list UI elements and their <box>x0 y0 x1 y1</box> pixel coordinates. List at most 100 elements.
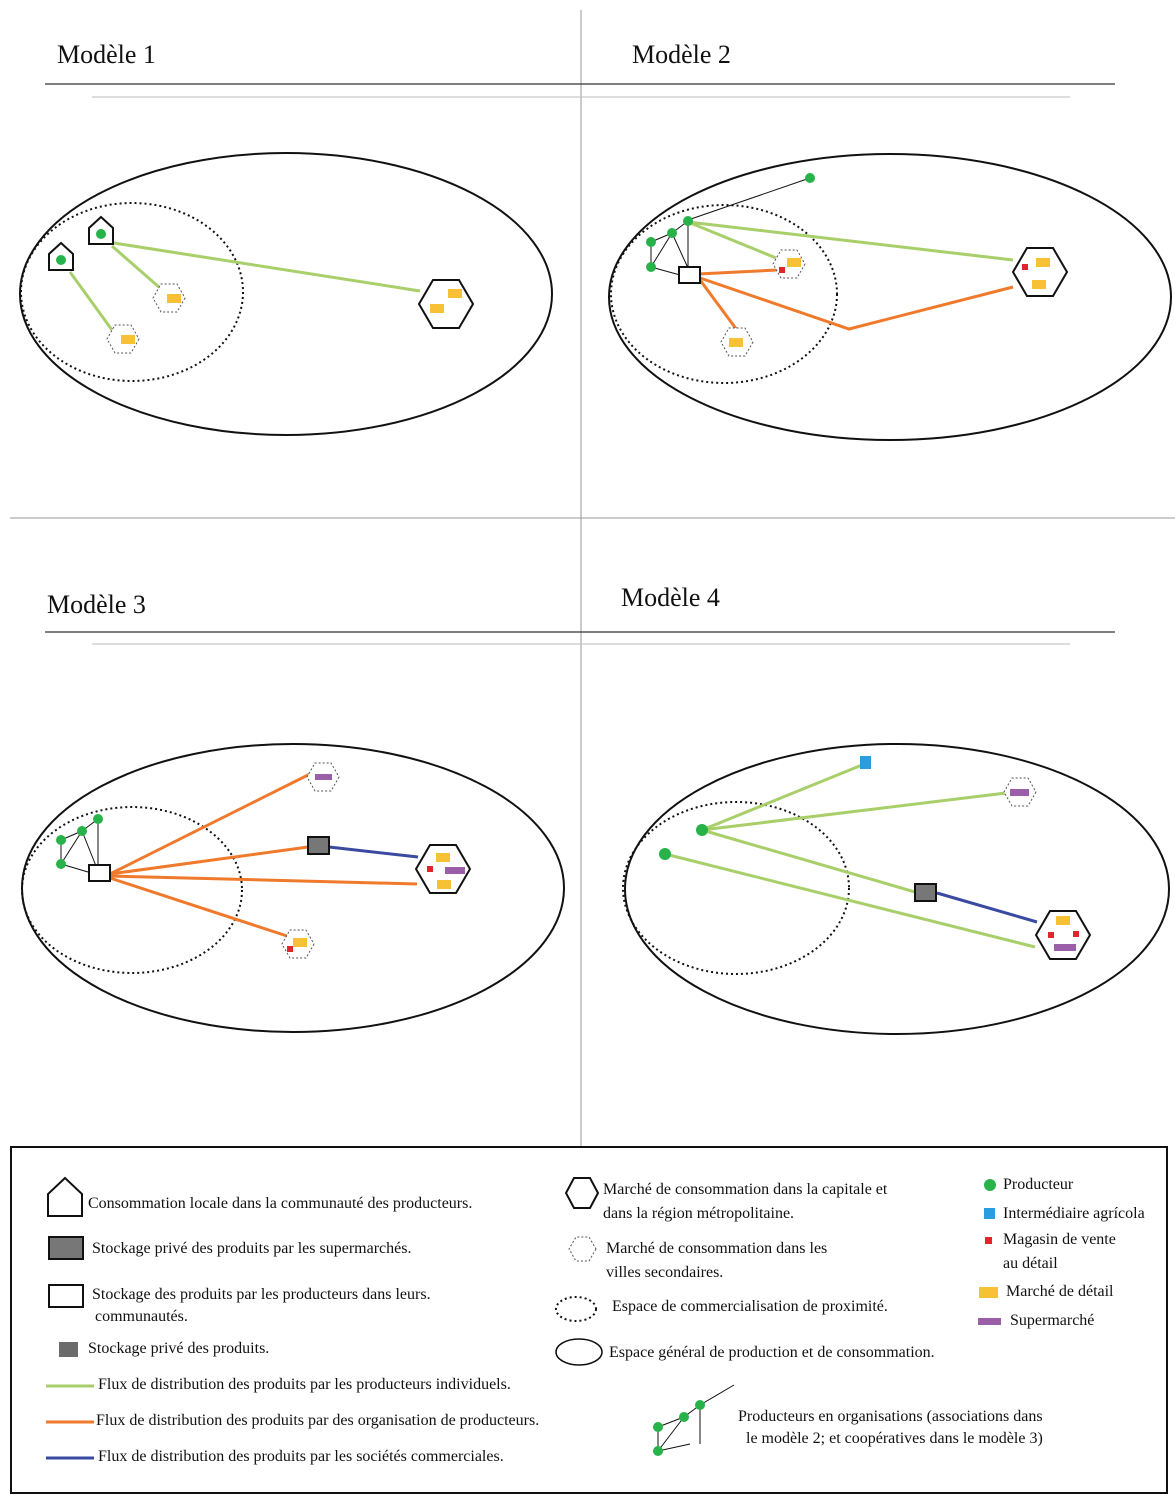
producer-dot <box>683 216 693 226</box>
legend-org-producers-line1: Producteurs en organisations (associatio… <box>738 1408 1043 1425</box>
producer-dot <box>805 173 815 183</box>
supermarket-mark <box>315 774 332 780</box>
producer-dot <box>77 826 87 836</box>
producer-storage-icon <box>48 1284 84 1308</box>
retail-market-mark <box>729 338 743 347</box>
organisation-flow-line <box>109 874 418 886</box>
supermarket-mark <box>445 867 465 874</box>
individual-flow-line <box>111 244 161 290</box>
retail-market-mark <box>448 289 462 298</box>
producer-storage-box <box>678 266 701 284</box>
individual-flow-line <box>687 220 1014 262</box>
supermarket-mark <box>1010 789 1029 796</box>
producer-organisation-icon <box>653 1384 735 1456</box>
model-1-diagram <box>19 152 553 436</box>
retail-market-mark <box>430 304 444 313</box>
individual-flow-line <box>701 791 1007 832</box>
producer-dot <box>56 859 66 869</box>
producer-dot <box>667 228 677 238</box>
model-4-diagram <box>622 743 1170 1035</box>
retail-market-mark <box>1036 258 1050 267</box>
producer-icon <box>984 1179 996 1191</box>
secondary-market-icon <box>568 1236 597 1262</box>
proximity-space-ellipse <box>21 806 243 974</box>
supermarket-icon <box>978 1318 1001 1325</box>
legend-proximity-space: Espace de commercialisation de proximité… <box>612 1298 888 1315</box>
legend-flow-individual: Flux de distribution des produits par le… <box>98 1376 511 1393</box>
producer-dot <box>56 255 66 265</box>
producer-dot <box>646 237 656 247</box>
general-space-ellipse <box>624 743 1170 1035</box>
capital-market-hexagon <box>1011 247 1069 297</box>
retail-shop-mark <box>1073 931 1079 937</box>
supermarket-storage-box <box>914 883 937 902</box>
supermarket-storage-box <box>307 836 330 855</box>
intermediary-icon <box>984 1208 995 1219</box>
organisation-flow-line <box>698 279 739 331</box>
panel-title-model-4: Modèle 4 <box>621 583 720 612</box>
legend-box <box>10 1146 1168 1494</box>
private-storage-icon <box>59 1342 78 1357</box>
legend-producer-storage-line1: Stockage des produits par les producteur… <box>92 1286 431 1303</box>
commercial-flow-swatch <box>46 1456 94 1460</box>
retail-market-mark <box>293 938 307 947</box>
retail-market-mark <box>787 258 801 267</box>
general-space-icon <box>555 1338 603 1366</box>
organisation-flow-line <box>697 268 778 276</box>
legend-flow-organisation: Flux de distribution des produits par de… <box>96 1412 540 1429</box>
legend-supermarket-storage: Stockage privé des produits par les supe… <box>92 1240 412 1257</box>
model-3-diagram <box>21 743 565 1033</box>
legend-supermarket: Supermarché <box>1010 1312 1095 1329</box>
legend-capital-market-line1: Marché de consommation dans la capitale … <box>603 1181 888 1198</box>
legend-producer: Producteur <box>1003 1176 1074 1193</box>
panel-title-model-3: Modèle 3 <box>47 590 146 619</box>
producer-dot <box>696 824 708 836</box>
individual-flow-line <box>701 763 863 832</box>
legend-private-storage: Stockage privé des produits. <box>88 1340 270 1357</box>
retail-shop-mark <box>287 946 293 952</box>
quadrant-dividers <box>10 10 1175 1146</box>
capital-market-icon <box>564 1177 600 1209</box>
panel-title-model-2: Modèle 2 <box>632 40 731 69</box>
individual-flow-line <box>664 852 1036 949</box>
retail-market-mark <box>1056 916 1070 925</box>
organisation-flow-line <box>109 845 309 876</box>
commercial-flow-line <box>936 891 1038 924</box>
legend-secondary-market-line1: Marché de consommation dans les <box>606 1240 828 1257</box>
organisation-flow-line <box>699 276 1014 331</box>
model-2-diagram <box>608 153 1172 441</box>
retail-shop-mark <box>427 866 433 872</box>
title-underlines <box>45 83 1115 645</box>
organisation-flow-line <box>109 772 311 876</box>
legend-retail-shop-line2: au détail <box>1003 1255 1058 1272</box>
individual-flow-line <box>100 239 421 293</box>
producer-dot <box>93 814 103 824</box>
producer-dot <box>659 848 671 860</box>
producer-network <box>56 814 103 873</box>
legend-capital-market-line2: dans la région métropolitaine. <box>603 1205 795 1222</box>
general-space-ellipse <box>19 152 553 436</box>
retail-shop-mark <box>779 267 785 273</box>
house-icon <box>47 1176 83 1217</box>
retail-market-mark <box>436 853 450 862</box>
producer-dot <box>96 229 106 239</box>
individual-flow-line <box>701 828 916 894</box>
supermarket-storage-icon <box>48 1236 84 1260</box>
retail-market-mark <box>1032 280 1046 289</box>
retail-shop-mark <box>1022 264 1028 270</box>
proximity-space-ellipse <box>20 202 244 382</box>
legend-retail-market: Marché de détail <box>1006 1283 1114 1300</box>
individual-flow-line <box>68 271 114 331</box>
intermediary-mark <box>860 756 871 769</box>
capital-market-hexagon <box>414 844 472 894</box>
producer-dot <box>646 262 656 272</box>
proximity-space-icon <box>555 1296 597 1322</box>
producer-storage-box <box>88 864 111 882</box>
legend-secondary-market-line2: villes secondaires. <box>606 1264 724 1281</box>
retail-market-icon <box>979 1287 998 1298</box>
legend-producer-storage-line2: communautés. <box>95 1308 188 1325</box>
retail-shop-icon <box>985 1237 992 1244</box>
panel-title-model-1: Modèle 1 <box>57 40 156 69</box>
individual-flow-line <box>687 220 777 260</box>
